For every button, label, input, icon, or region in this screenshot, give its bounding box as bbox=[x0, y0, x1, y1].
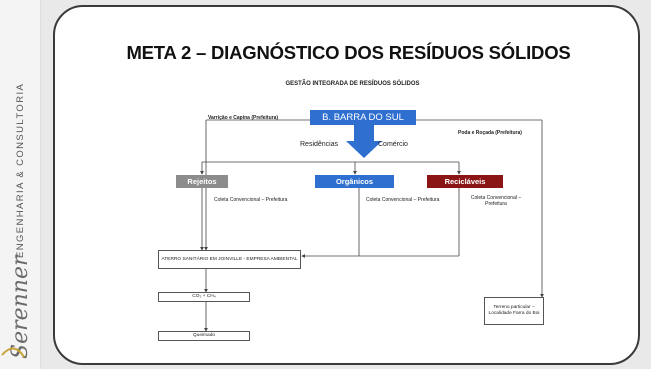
label-varricao: Varrição e Capina (Prefeitura) bbox=[208, 115, 279, 121]
node-gases: CO₂ + CH₄ bbox=[158, 292, 250, 302]
node-origin: B. BARRA DO SUL bbox=[310, 110, 416, 125]
connector-lines bbox=[200, 119, 544, 332]
brand-name: Serenner bbox=[8, 254, 33, 359]
node-rejeitos: Rejeitos bbox=[176, 175, 228, 188]
slide-title: META 2 – DIAGNÓSTICO DOS RESÍDUOS SÓLIDO… bbox=[126, 42, 571, 63]
brand-vertical-text: ENGENHARIA & CONSULTORIA bbox=[15, 83, 26, 258]
label-poda: Poda e Roçada (Prefeitura) bbox=[458, 130, 522, 136]
node-organicos: Orgânicos bbox=[315, 175, 394, 188]
node-queimado: Queimado bbox=[158, 331, 250, 341]
brand-vertical-label: ENGENHARIA & CONSULTORIA bbox=[15, 83, 26, 258]
brand-logo-script: Serenner bbox=[1, 254, 33, 359]
node-aterro: ATERRO SANITÁRIO EM JOINVILLE - EMPRESA … bbox=[158, 250, 301, 269]
label-coleta-reciclaveis: Coleta Convencional – Prefeitura bbox=[470, 195, 522, 207]
label-coleta-rejeitos: Coleta Convencional – Prefeitura bbox=[214, 197, 288, 203]
brand-sidebar: ENGENHARIA & CONSULTORIA Serenner bbox=[0, 0, 41, 369]
label-comercio: Comércio bbox=[378, 141, 408, 148]
label-residencias: Residências bbox=[300, 141, 339, 148]
flow-diagram: GESTÃO INTEGRADA DE RESÍDUOS SÓLIDOS B. … bbox=[150, 73, 555, 356]
node-reciclaveis: Recicláveis bbox=[427, 175, 503, 188]
node-terreno: Terreno particular – Localidade Farra do… bbox=[484, 297, 544, 325]
diagram-title: GESTÃO INTEGRADA DE RESÍDUOS SÓLIDOS bbox=[285, 81, 420, 87]
label-coleta-organicos: Coleta Convencional – Prefeitura bbox=[366, 197, 440, 203]
